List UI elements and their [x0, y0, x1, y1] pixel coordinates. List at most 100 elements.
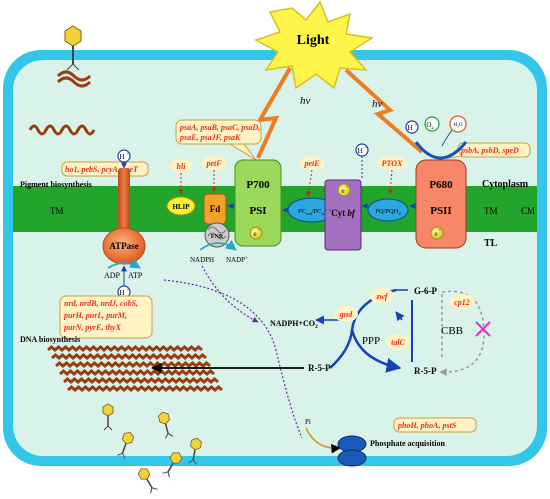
svg-text:PTOX: PTOX [382, 159, 403, 168]
dna-biosynthesis-label: DNA biosynthesis [20, 335, 80, 344]
tm-label-right: TM [484, 206, 498, 216]
svg-text:+: + [127, 288, 130, 293]
water-badge: H2O [449, 115, 467, 133]
svg-text:H: H [119, 289, 124, 297]
oxygen-badge: O2 [424, 116, 440, 132]
svg-text:+: + [127, 152, 130, 157]
svg-text:H: H [357, 147, 362, 155]
r5p-left-label: R-5-P [308, 363, 331, 373]
nadph-dotted-path [201, 265, 259, 323]
atp-dotted-path [163, 279, 303, 439]
svg-text:petE: petE [303, 159, 319, 168]
svg-text:FNR: FNR [211, 234, 224, 240]
dna-strand-row [47, 345, 203, 352]
svg-text:H2O: H2O [454, 123, 463, 129]
light-burst-icon [254, 0, 375, 90]
fnr-enzyme: FNR [204, 222, 230, 248]
phage-icon [162, 452, 183, 478]
photosystem-ii: P680 PSII e - [415, 159, 467, 249]
psi-label: PSI [249, 205, 266, 217]
svg-text:H: H [407, 124, 412, 132]
hv-label-1: hv [300, 95, 311, 107]
dna-genes-line1: nrd, nrdB, nrdJ, cobS, [64, 299, 138, 308]
tm-label-left: TM [50, 206, 64, 216]
svg-text:-: - [346, 185, 348, 190]
psii-label: PSII [430, 205, 451, 217]
water-splitting-arc [414, 141, 468, 160]
atpase-complex: ATPase [102, 204, 146, 265]
cytoplasm-label: Cytoplasm [482, 179, 529, 190]
dna-fragment-icon [56, 70, 92, 88]
phosphate-acquisition-label: Phosphate acquisition [370, 439, 445, 448]
psi-genes-line2: psaE, psaJF, psaK [179, 133, 241, 142]
hli-gene-badge: hli [170, 159, 192, 173]
cyt-bf-label: Cyt bf [331, 208, 356, 218]
dna-strand-row [55, 361, 211, 368]
atp-label: ATP [128, 271, 143, 280]
pete-gene-badge: petE [299, 156, 325, 170]
dna-genes-callout: nrd, nrdB, nrdJ, cobS, purH, purL, purM,… [59, 295, 153, 339]
svg-text:petF: petF [205, 159, 222, 168]
hlip-protein: HLIP [166, 196, 196, 216]
dna-strand-icon [28, 124, 96, 136]
svg-text:talC: talC [391, 338, 405, 347]
light-ray-to-psii [344, 68, 424, 154]
dna-strand-row [63, 377, 219, 384]
light-label: Light [297, 33, 330, 48]
phage-icon [102, 403, 114, 431]
adp-label: ADP [104, 271, 121, 280]
proton-badge-1: H + [117, 149, 131, 163]
svg-text:H: H [119, 153, 124, 161]
svg-text:PQ/PQH2: PQ/PQH2 [375, 208, 400, 216]
dna-genes-line3: purN, pyrE, thyX [63, 323, 122, 332]
phosphate-transporter [337, 435, 367, 467]
p680-label: P680 [429, 179, 453, 191]
phosphate-genes: phoH, phoA, pstS [397, 421, 457, 430]
bottom-phages [102, 403, 202, 494]
dna-strand-row [51, 353, 207, 360]
svg-text:PCred/PCox: PCred/PCox [298, 208, 327, 216]
cm-label: CM [521, 206, 535, 216]
svg-text:O2: O2 [426, 121, 433, 130]
atpase-label: ATPase [109, 241, 138, 251]
nadp-label: NADP+ [226, 256, 248, 264]
cp12-gene-badge: cp12 [449, 294, 475, 310]
svg-text:-: - [439, 228, 441, 233]
pigment-genes-callout: ho1, pebS, pcyA, cpeT [61, 161, 149, 177]
ppp-label: PPP [362, 335, 380, 347]
nadph-label: NADPH [190, 256, 214, 264]
nadph-co2-label: NADPH+CO2 [270, 319, 318, 330]
dna-strand-row [67, 385, 223, 392]
dna-strands-block [47, 345, 223, 392]
phosphate-genes-callout: phoH, phoA, pstS [393, 417, 477, 433]
pigment-biosynthesis-label: Pigment biosynthesis [20, 180, 92, 189]
dna-strand-row [59, 369, 215, 376]
cbb-inhibited-cross-icon [475, 321, 491, 337]
r5p-right-label: R-5-P [414, 366, 437, 376]
plastoquinone: PQ/PQH2 [367, 198, 409, 222]
pigment-channel [118, 168, 130, 204]
p700-label: P700 [246, 179, 270, 191]
svg-text:HLIP: HLIP [172, 203, 190, 211]
svg-text:gnd: gnd [339, 310, 353, 319]
svg-text:+: + [415, 123, 418, 128]
phage-icon [137, 468, 158, 494]
photosystem-i: P700 PSI e - [234, 159, 282, 247]
ferredoxin: Fd [203, 193, 227, 225]
psii-genes: psbA, psbD, speD [460, 146, 519, 155]
ptox-gene-badge: PTOX [377, 156, 407, 170]
zwf-gene-badge: zwf [370, 288, 394, 304]
g6p-label: G-6-P [414, 286, 437, 296]
svg-text:Fd: Fd [210, 204, 221, 214]
talc-gene-badge: talC [386, 334, 410, 350]
psi-genes-line1: psaA, psaB, psaC, psaD, [179, 123, 260, 132]
light-ray-to-psi [256, 67, 292, 159]
proton-badge-3: H + [355, 143, 369, 157]
phage-icon [157, 411, 174, 439]
gnd-gene-badge: gnd [334, 306, 358, 322]
proton-badge-4: H + [405, 120, 419, 134]
hv-label-2: hv [372, 98, 383, 110]
cytochrome-bf: e - Cyt bf [324, 179, 362, 251]
svg-text:hli: hli [177, 162, 187, 171]
